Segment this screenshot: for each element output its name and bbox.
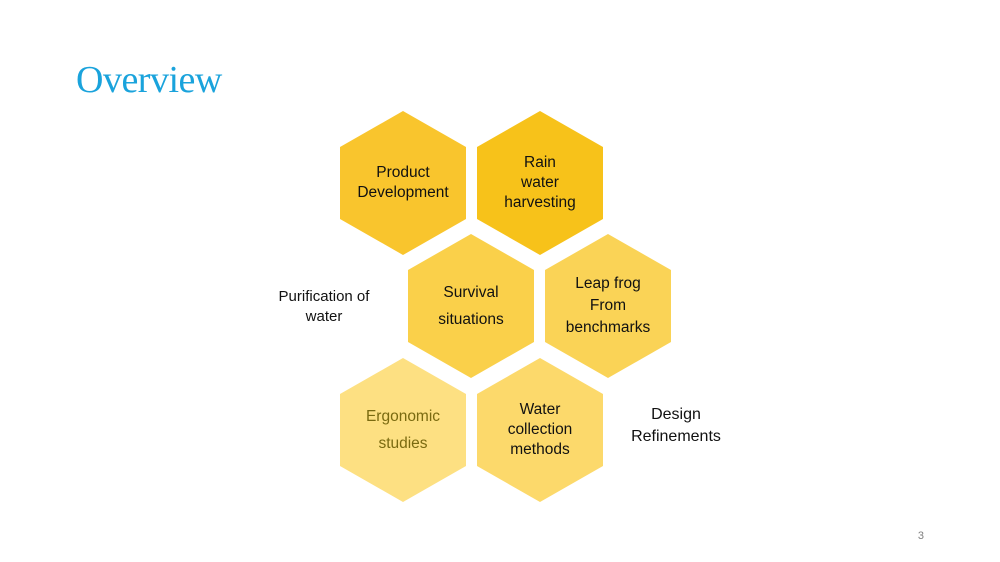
hex-label: Leap frog From benchmarks xyxy=(565,275,651,336)
hex-label: Water collection methods xyxy=(507,401,573,458)
hex-label: Rain water harvesting xyxy=(504,154,576,211)
slide-title: Overview xyxy=(76,59,222,101)
hex-leap-frog: Leap frog From benchmarks xyxy=(545,234,671,378)
label-purification-of-water: Purification of water xyxy=(278,288,370,325)
page-number: 3 xyxy=(917,530,924,542)
hex-ergonomic-studies: Ergonomic studies xyxy=(340,358,466,502)
hex-survival-situations: Survival situations xyxy=(408,234,534,378)
hex-label: Ergonomic studies xyxy=(365,408,441,452)
hex-label: Survival situations xyxy=(438,284,504,328)
label-design-refinements: Design Refinements xyxy=(631,406,721,445)
hex-water-collection-methods: Water collection methods xyxy=(477,358,603,502)
hex-rain-water-harvesting: Rain water harvesting xyxy=(477,111,603,255)
hex-product-development: Product Development xyxy=(340,111,466,255)
hex-label: Product Development xyxy=(357,164,449,201)
